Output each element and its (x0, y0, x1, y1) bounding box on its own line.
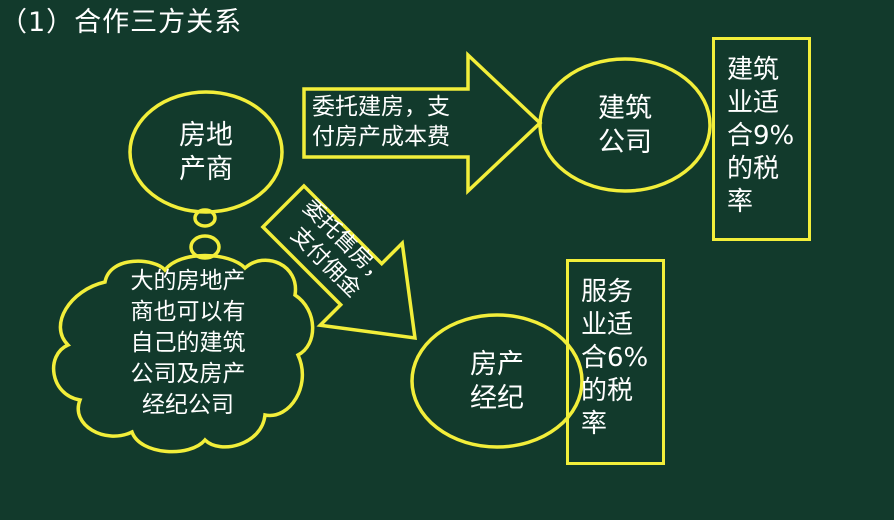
thought-text: 大的房地产 商也可以有 自己的建筑 公司及房产 经纪公司 (88, 266, 288, 421)
thought-line: 公司及房产 (130, 361, 246, 387)
thought-cloud (51, 208, 315, 454)
thought-line: 自己的建筑 (130, 330, 246, 356)
tax-box-line: 的税 (581, 376, 634, 406)
tax-box-line: 业适 (727, 88, 780, 118)
tax-box-line: 服务 (581, 277, 634, 307)
tax-box-line: 业适 (581, 310, 634, 340)
developer-label: 房地 产商 (156, 119, 256, 187)
tax-box-line: 率 (581, 409, 608, 439)
tax-box-agency: 服务 业适 合6% 的税 率 (566, 259, 665, 465)
tax-box-line: 合6% (581, 343, 649, 373)
builder-ellipse (538, 57, 712, 193)
developer-label-line: 房地 (179, 120, 233, 151)
tax-box-line: 合9% (727, 121, 795, 151)
slide-title: （1）合作三方关系 (0, 7, 243, 38)
developer-ellipse (128, 90, 284, 214)
builder-label: 建筑 公司 (575, 92, 675, 160)
builder-label-line: 建筑 (598, 93, 652, 124)
builder-label-line: 公司 (598, 127, 652, 158)
agency-label-line: 经纪 (470, 383, 524, 414)
developer-label-line: 产商 (179, 154, 233, 185)
thought-line: 大的房地产 (130, 268, 246, 294)
arrow-top-label: 委托建房，支 付房产成本费 (312, 92, 492, 152)
arrow-developer-to-agency (260, 183, 417, 340)
tax-box-line: 的税 (727, 154, 780, 184)
agency-label: 房产 经纪 (447, 348, 547, 416)
agency-ellipse (410, 313, 584, 449)
tax-box-line: 率 (727, 187, 754, 217)
agency-label-line: 房产 (470, 349, 524, 380)
thought-line: 经纪公司 (142, 392, 234, 418)
arrow-top-label-line: 委托建房，支 (312, 94, 450, 120)
tax-box-builder: 建筑 业适 合9% 的税 率 (712, 37, 811, 241)
arrow-top-label-line: 付房产成本费 (312, 124, 450, 150)
thought-line: 商也可以有 (130, 299, 246, 325)
arrow-developer-to-builder (302, 50, 543, 196)
tax-box-line: 建筑 (727, 55, 780, 85)
